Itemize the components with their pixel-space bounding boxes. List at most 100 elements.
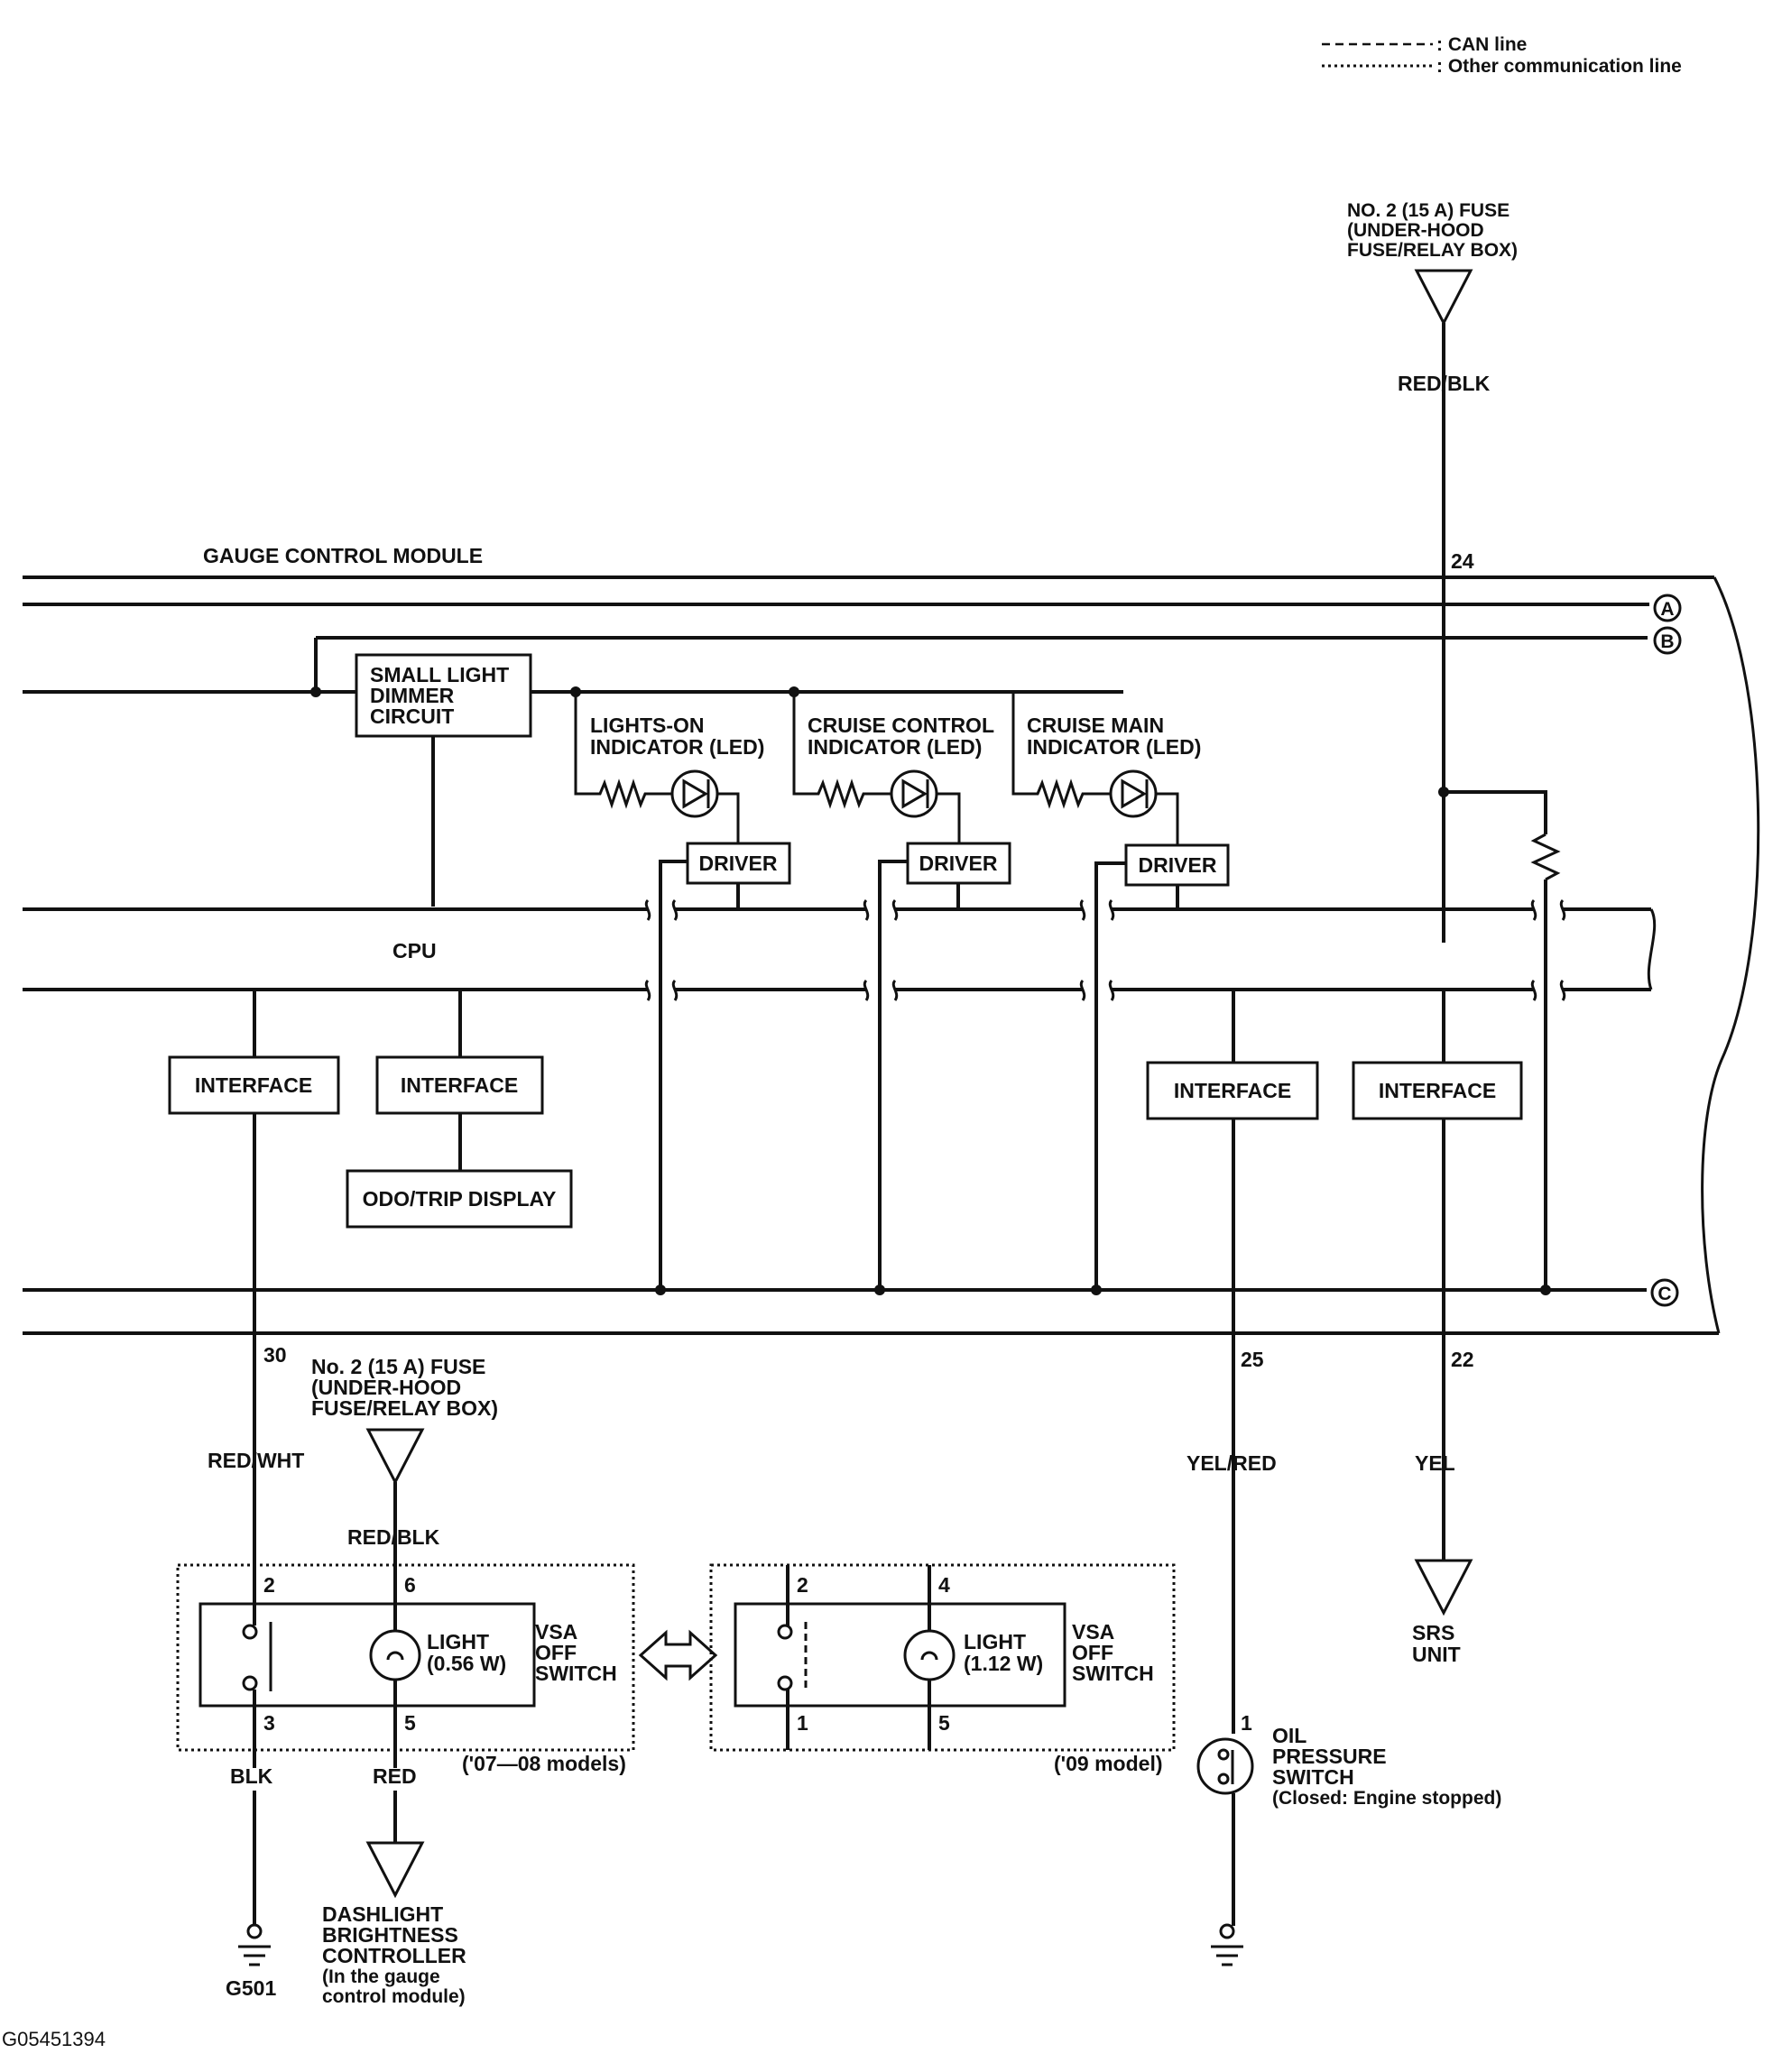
top-fuse: NO. 2 (15 A) FUSE (UNDER-HOOD FUSE/RELAY…: [1347, 200, 1518, 943]
svg-text:CRUISE MAIN: CRUISE MAIN: [1027, 714, 1164, 737]
ground-label: G501: [226, 1976, 276, 2000]
svg-text:No. 2 (15 A) FUSE: No. 2 (15 A) FUSE: [311, 1355, 485, 1378]
pressure-switch-icon: [1196, 1737, 1254, 1795]
pin-30: 30: [263, 1343, 287, 1367]
svg-text:FUSE/RELAY BOX): FUSE/RELAY BOX): [311, 1396, 498, 1420]
svg-text:INDICATOR (LED): INDICATOR (LED): [808, 735, 982, 759]
legend-other-line: : Other communication line: [1436, 56, 1682, 77]
svg-text:SWITCH: SWITCH: [1072, 1662, 1154, 1685]
svg-text:DRIVER: DRIVER: [919, 852, 998, 875]
figure-id: G05451394: [2, 2028, 106, 2050]
wire-blk: BLK: [230, 1764, 273, 1788]
svg-text:DIMMER: DIMMER: [370, 684, 455, 707]
svg-text:(UNDER-HOOD: (UNDER-HOOD: [311, 1376, 461, 1399]
cruise-control-indicator: CRUISE CONTROL INDICATOR (LED): [792, 692, 994, 861]
top-fuse-label-2: (UNDER-HOOD: [1347, 220, 1484, 241]
svg-text:LIGHTS-ON: LIGHTS-ON: [590, 714, 705, 737]
svg-text:(In the gauge: (In the gauge: [322, 1966, 440, 1987]
wire-yel: YEL: [1415, 1451, 1455, 1475]
dashlight-controller-symbol: [365, 1841, 425, 1899]
svg-text:SWITCH: SWITCH: [535, 1662, 617, 1685]
svg-text:PRESSURE: PRESSURE: [1272, 1745, 1387, 1768]
pin-22: 22: [1451, 1348, 1474, 1371]
connector-c: [1650, 1278, 1679, 1307]
ground-g501: G501: [226, 1923, 276, 2000]
dashlight-controller-label: DASHLIGHT BRIGHTNESS CONTROLLER (In the …: [322, 1902, 466, 2007]
vsa-off-switch-0708: 2 6 3 5 LIGHT (0.56 W) VSA OFF SWITCH ('…: [176, 1563, 635, 1775]
svg-text:6: 6: [404, 1573, 416, 1597]
gauge-control-module: GAUGE CONTROL MODULE A B C SMALL LIGHT D…: [23, 544, 1760, 1335]
interface-4: [1352, 1061, 1523, 1120]
bottom-fuse: No. 2 (15 A) FUSE (UNDER-HOOD FUSE/RELAY…: [311, 1355, 498, 1588]
svg-text:2: 2: [263, 1573, 275, 1597]
small-light-dimmer-circuit: [355, 653, 532, 738]
svg-text:LIGHT: LIGHT: [427, 1630, 489, 1653]
svg-text:5: 5: [938, 1711, 950, 1735]
svg-text:INDICATOR (LED): INDICATOR (LED): [590, 735, 764, 759]
svg-text:(0.56 W): (0.56 W): [427, 1652, 506, 1675]
svg-text:B: B: [1660, 631, 1674, 652]
bottom-fuse-symbol: [365, 1428, 425, 1486]
wire-yel-red: YEL/RED: [1186, 1451, 1277, 1475]
svg-text:(Closed: Engine stopped): (Closed: Engine stopped): [1272, 1788, 1501, 1809]
svg-text:2: 2: [797, 1573, 808, 1597]
svg-text:CONTROLLER: CONTROLLER: [322, 1944, 466, 1967]
srs-label-2: UNIT: [1412, 1643, 1461, 1666]
svg-text:VSA: VSA: [535, 1620, 577, 1644]
svg-text:BRIGHTNESS: BRIGHTNESS: [322, 1923, 458, 1947]
svg-text:INTERFACE: INTERFACE: [401, 1073, 518, 1097]
top-fuse-label-3: FUSE/RELAY BOX): [1347, 240, 1518, 261]
svg-text:VSA: VSA: [1072, 1620, 1114, 1644]
wire-red: RED: [373, 1764, 417, 1788]
svg-text:1: 1: [1241, 1711, 1252, 1735]
module-break-edge: [1701, 576, 1760, 1334]
srs-label-1: SRS: [1412, 1621, 1454, 1644]
svg-text:SMALL LIGHT: SMALL LIGHT: [370, 663, 509, 686]
svg-text:INTERFACE: INTERFACE: [195, 1073, 312, 1097]
svg-text:ODO/TRIP DISPLAY: ODO/TRIP DISPLAY: [363, 1187, 557, 1211]
svg-text:INTERFACE: INTERFACE: [1174, 1079, 1291, 1102]
svg-text:('07—08 models): ('07—08 models): [462, 1752, 626, 1775]
svg-text:3: 3: [263, 1711, 275, 1735]
svg-text:OFF: OFF: [535, 1641, 577, 1664]
svg-text:DASHLIGHT: DASHLIGHT: [322, 1902, 443, 1926]
svg-text:5: 5: [404, 1711, 416, 1735]
svg-text:DRIVER: DRIVER: [1139, 853, 1217, 877]
svg-text:INTERFACE: INTERFACE: [1379, 1079, 1496, 1102]
svg-text:DRIVER: DRIVER: [699, 852, 778, 875]
svg-text:INDICATOR (LED): INDICATOR (LED): [1027, 735, 1201, 759]
top-fuse-label-1: NO. 2 (15 A) FUSE: [1347, 200, 1510, 221]
legend: : CAN line : Other communication line: [1322, 34, 1682, 77]
svg-text:SWITCH: SWITCH: [1272, 1765, 1354, 1789]
svg-text:CIRCUIT: CIRCUIT: [370, 704, 454, 728]
cruise-main-indicator: CRUISE MAIN INDICATOR (LED): [1011, 692, 1201, 861]
svg-text:RED/BLK: RED/BLK: [347, 1525, 440, 1549]
led-icon: [890, 769, 938, 818]
legend-can-line: : CAN line: [1436, 34, 1527, 55]
svg-text:OIL: OIL: [1272, 1724, 1306, 1747]
led-icon: [1109, 769, 1158, 818]
svg-text:C: C: [1657, 1284, 1671, 1304]
cpu-label: CPU: [392, 939, 437, 962]
connector-a: [1653, 594, 1682, 622]
interface-1: [168, 1055, 340, 1115]
srs-unit-symbol: [1414, 1559, 1473, 1616]
connector-b: [1653, 626, 1682, 655]
bulb-icon: [369, 1629, 421, 1681]
double-arrow-icon: [638, 1629, 718, 1681]
module-title: GAUGE CONTROL MODULE: [203, 544, 483, 567]
svg-text:('09 model): ('09 model): [1054, 1752, 1163, 1775]
svg-text:CRUISE CONTROL: CRUISE CONTROL: [808, 714, 994, 737]
svg-text:1: 1: [797, 1711, 808, 1735]
cpu-bus: CPU: [23, 898, 1657, 1001]
lights-on-indicator: LIGHTS-ON INDICATOR (LED): [574, 692, 764, 861]
interface-3: [1146, 1061, 1319, 1120]
svg-text:OFF: OFF: [1072, 1641, 1113, 1664]
led-icon: [670, 769, 719, 818]
odo-trip-display: [346, 1169, 573, 1229]
vsa-off-switch-09: 2 4 1 5 LIGHT (1.12 W) VSA OFF SWITCH ('…: [709, 1563, 1176, 1775]
pin-25: 25: [1241, 1348, 1264, 1371]
top-fuse-wire-color: RED/BLK: [1398, 372, 1491, 395]
bulb-icon: [903, 1629, 956, 1681]
